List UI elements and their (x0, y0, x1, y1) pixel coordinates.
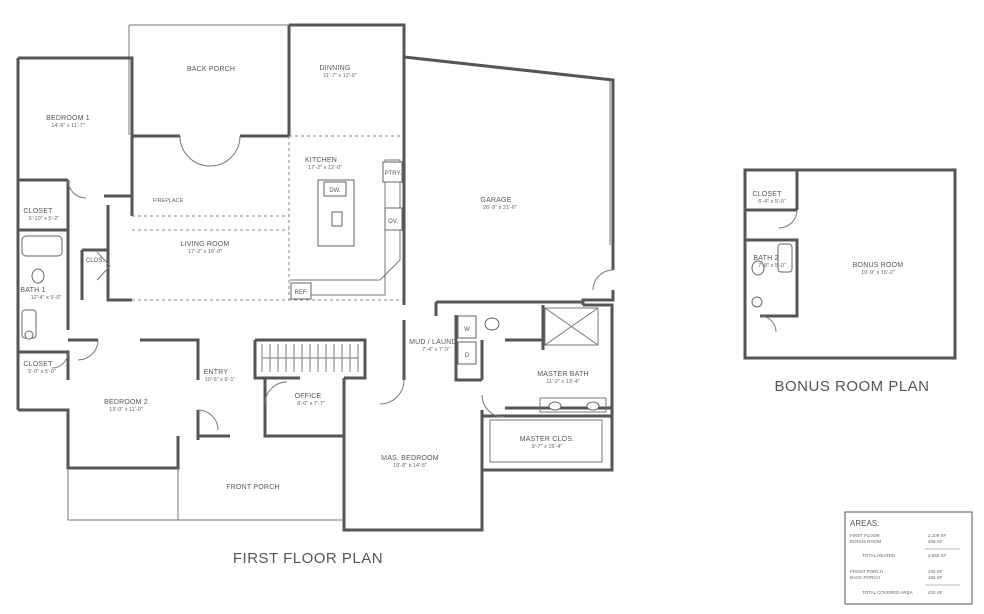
dining-dim: 11'-7" x 12'-0" (323, 73, 356, 79)
area-row-value: 2,109 SF (928, 533, 947, 538)
area-row-label: BACK PORCH (850, 575, 880, 580)
bonus-bath-label: BATH 2 (753, 255, 778, 262)
office-dim: 8'-0" x 7'-7" (297, 401, 325, 407)
area-row-value: 420 SF (928, 590, 943, 595)
dining-label: DINNING (320, 65, 351, 72)
first-floor-plan-title: FIRST FLOOR PLAN (233, 550, 383, 567)
living-dim: 17'-2" x 16'-0" (188, 249, 222, 255)
area-row-label: FRONT PORCH (850, 569, 883, 574)
areas-table: AREAS: FIRST FLOOR 2,109 SF BONUS ROOM 456 … (844, 511, 973, 605)
stairs (261, 344, 359, 372)
bonus-room-label: BONUS ROOM (853, 262, 904, 269)
mud-label: MUD / LAUND. (409, 339, 459, 346)
bath-fixtures (21, 235, 500, 365)
bonus-room-dim: 19'-9" x 16'-2" (861, 270, 895, 276)
kitchen-label: KITCHEN (305, 157, 337, 164)
clos-label: CLOS. (86, 258, 104, 264)
area-row-value: 456 SF (928, 539, 943, 544)
living-label: LIVING ROOM (181, 241, 230, 248)
bonus-bath-dim: 7'-8" x 5'-0" (758, 263, 786, 269)
master-clos-dim: 9'-7" x 15'-4" (532, 444, 563, 450)
area-row-value: 184 SF (928, 575, 943, 580)
area-row-value: 2,565 SF (928, 553, 947, 558)
master-bath-label: MASTER BATH (537, 371, 588, 378)
bedroom1-label: BEDROOM 1 (46, 115, 90, 122)
mud-dim: 7'-4" x 7'-9" (422, 347, 450, 353)
back-porch-label: BACK PORCH (187, 66, 235, 73)
area-row-label: BONUS ROOM (850, 539, 882, 544)
doors (51, 135, 614, 431)
area-row-label: TOTAL COVERED AREA (862, 590, 913, 595)
areas-title: AREAS: (850, 519, 879, 528)
master-bath-dim: 11'-2" x 13'-4" (546, 379, 579, 385)
room-labels: BACK PORCH DINNING 11'-7" x 12'-0" BEDRO… (20, 65, 903, 491)
closet1-label: CLOSET (23, 208, 53, 215)
bonus-closet-dim: 6'-4" x 5'-0" (758, 199, 786, 205)
closet1-dim: 5'-10" x 5'-2" (29, 216, 60, 222)
bonus-room-plan-title: BONUS ROOM PLAN (774, 378, 929, 395)
front-porch-label: FRONT PORCH (226, 484, 279, 491)
dryer-label: D (465, 353, 470, 359)
office-label: OFFICE (295, 393, 322, 400)
bath1-label: BATH 1 (20, 287, 45, 294)
bedroom1-dim: 14'-9" x 11'-7" (51, 123, 84, 129)
kitchen-dim: 17'-2" x 12'-0" (308, 165, 342, 171)
fireplace-label: FIREPLACE (153, 198, 184, 204)
dishwasher-label: DW. (329, 188, 341, 194)
pantry-label: PTRY. (385, 171, 402, 177)
entry-dim: 10'-5" x 9'-1" (205, 377, 236, 383)
oven-label: OV. (388, 219, 398, 225)
bedroom2-dim: 13'-0" x 11'-0" (109, 407, 142, 413)
entry-label: ENTRY (204, 369, 229, 376)
bonus-room-plan (743, 168, 957, 360)
refrigerator-label: REF. (294, 290, 307, 296)
area-row-label: TOTAL HEATED (862, 553, 896, 558)
mas-bedroom-label: MAS. BEDROOM (381, 455, 439, 462)
closet2-label: CLOSET (23, 361, 53, 368)
garage-dim: 26'-9" x 21'-6" (483, 205, 517, 211)
bedroom2-label: BEDROOM 2 (104, 399, 148, 406)
areas-rows: FIRST FLOOR 2,109 SF BONUS ROOM 456 SF TOTAL… (850, 533, 960, 595)
bath1-dim: 12'-4" x 9'-0" (31, 295, 62, 301)
fixture-labels: DW. PTRY. OV. REF. W D (290, 161, 470, 359)
garage-label: GARAGE (480, 197, 511, 204)
exterior-walls (16, 23, 615, 532)
area-row-label: FIRST FLOOR (850, 533, 880, 538)
master-clos-label: MASTER CLOS. (520, 436, 575, 443)
area-row-value: 236 SF (928, 569, 943, 574)
closet2-dim: 5'-0" x 5'-0" (28, 369, 56, 375)
mas-bedroom-dim: 19'-8" x 14'-5" (393, 463, 427, 469)
washer-label: W (464, 327, 470, 333)
bonus-closet-label: CLOSET (752, 191, 782, 198)
